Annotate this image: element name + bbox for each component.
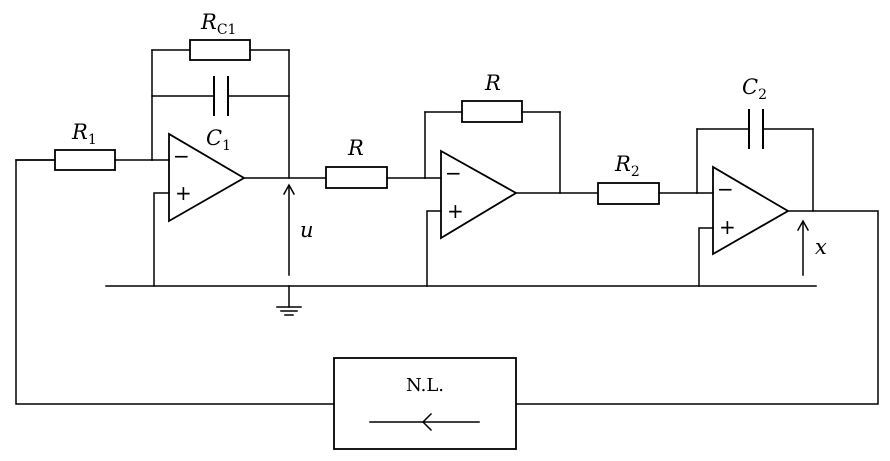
opamp1-minus-sign: − xyxy=(173,144,190,168)
stage1-feedback-network xyxy=(151,39,290,179)
opamp-3: − + xyxy=(696,165,790,287)
left-arrow-icon xyxy=(421,412,433,432)
stage2-feedback-resistor xyxy=(424,100,561,194)
opamp-2: − + xyxy=(424,149,599,287)
c1-label: C1 xyxy=(206,126,231,154)
resistor-rc1 xyxy=(189,39,251,61)
opamp-1: − + xyxy=(151,132,327,287)
u-label: u xyxy=(300,218,314,242)
resistor-r-series xyxy=(325,166,426,189)
opamp3-plus-sign: + xyxy=(719,215,736,239)
rc1-label: RC1 xyxy=(200,10,236,38)
nonlinear-block: N.L. xyxy=(333,357,517,450)
voltage-x-arrow xyxy=(796,219,810,276)
x-label: x xyxy=(815,235,827,259)
resistor-r1 xyxy=(15,149,153,171)
r1-label: R1 xyxy=(71,120,97,148)
voltage-u-arrow xyxy=(282,183,296,276)
opamp3-minus-sign: − xyxy=(717,177,734,201)
ground-rail xyxy=(105,285,817,316)
r-series-label: R xyxy=(347,136,364,160)
opamp2-minus-sign: − xyxy=(445,161,462,185)
nl-label: N.L. xyxy=(406,375,444,396)
opamp2-plus-sign: + xyxy=(447,199,464,223)
resistor-r2 xyxy=(597,182,698,205)
c2-label: C2 xyxy=(742,75,767,103)
stage3-feedback-capacitor xyxy=(696,109,814,212)
r2-label: R2 xyxy=(614,152,640,180)
r-feedback-label: R xyxy=(484,71,501,95)
resistor-r-feedback xyxy=(461,100,523,123)
opamp1-plus-sign: + xyxy=(175,181,192,205)
